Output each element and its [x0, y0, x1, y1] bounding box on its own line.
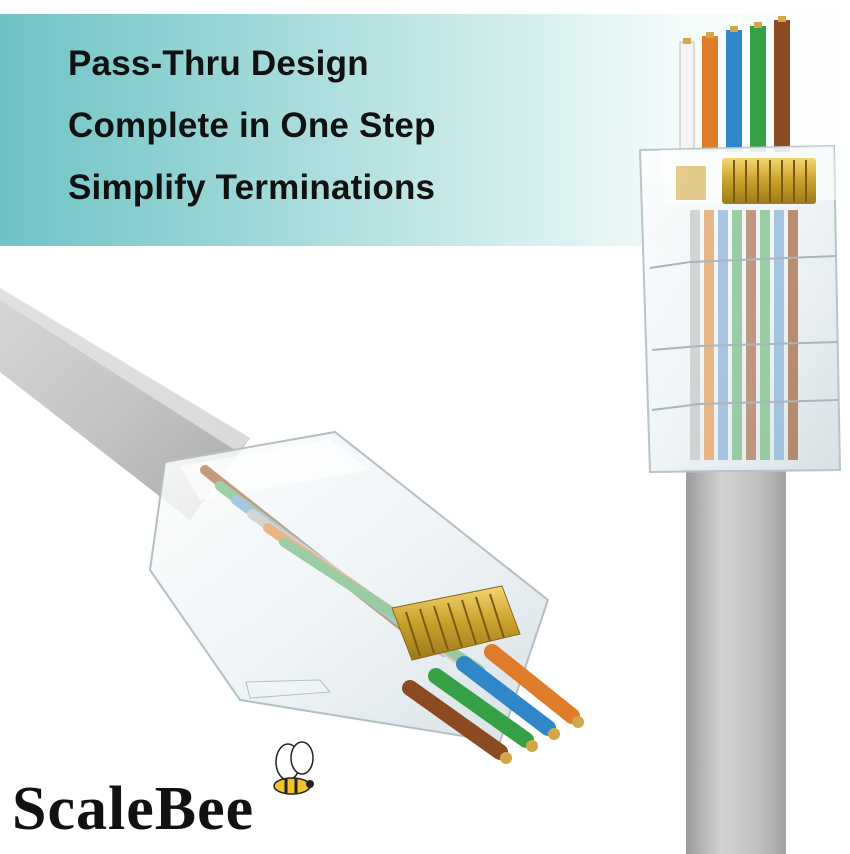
headline-pass-thru: Pass-Thru Design — [68, 44, 369, 83]
headline-simplify: Simplify Terminations — [68, 168, 436, 207]
rj45-connector-angled — [148, 430, 584, 764]
brand-logo-text: ScaleBee — [12, 775, 255, 843]
gray-cable-right — [686, 470, 786, 854]
bee-logo-icon — [273, 741, 314, 795]
rj45-connector-vertical — [638, 16, 842, 474]
headline-one-step: Complete in One Step — [68, 106, 436, 145]
